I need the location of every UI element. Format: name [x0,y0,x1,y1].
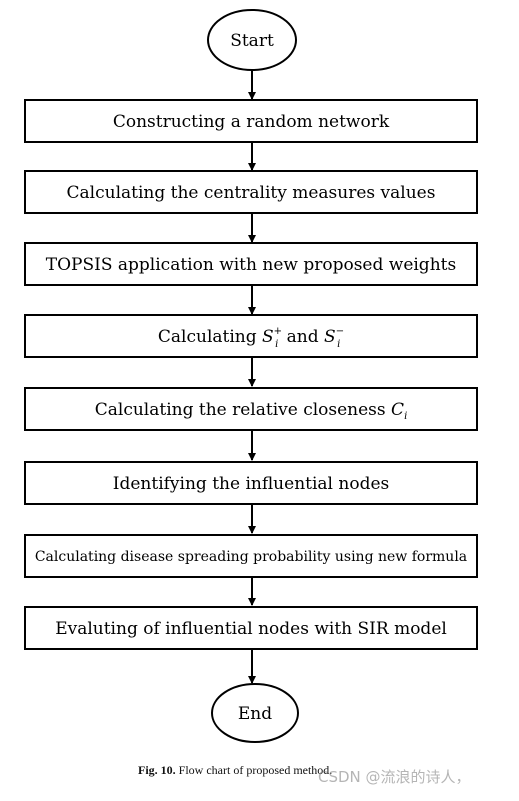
step-1-box: Constructing a random network [24,99,478,143]
end-node: End [211,683,299,743]
step-4-s1-sup: + [274,326,282,337]
watermark: CSDN @流浪的诗人， [318,768,471,786]
step-4-s2: S [324,327,336,347]
step-1-label: Constructing a random network [113,112,390,132]
step-8-label: Evaluting of influential nodes with SIR … [55,619,447,639]
caption-text: Flow chart of proposed method. [175,763,333,777]
step-4-s2-sub: i [337,339,340,350]
step-7-box: Calculating disease spreading probabilit… [24,534,478,578]
step-2-label: Calculating the centrality measures valu… [67,183,436,203]
step-4-mid: and [281,327,324,347]
start-node: Start [207,9,297,71]
end-label: End [238,704,272,724]
step-5-box: Calculating the relative closeness Ci [24,387,478,431]
step-4-label: Calculating S+i and S−i [158,326,344,350]
step-8-box: Evaluting of influential nodes with SIR … [24,606,478,650]
step-4-prefix: Calculating [158,327,262,347]
step-6-box: Identifying the influential nodes [24,461,478,505]
step-4-s1: S [262,327,274,347]
step-5-prefix: Calculating the relative closeness [95,400,391,420]
step-3-label: TOPSIS application with new proposed wei… [46,255,456,275]
start-label: Start [230,31,274,51]
step-2-box: Calculating the centrality measures valu… [24,170,478,214]
caption-label: Fig. 10. [138,763,176,777]
step-7-label: Calculating disease spreading probabilit… [35,549,467,565]
step-6-label: Identifying the influential nodes [113,474,389,494]
step-5-c: C [391,400,404,420]
step-4-s2-sup: − [336,326,344,337]
step-4-box: Calculating S+i and S−i [24,314,478,358]
step-4-s1-sub: i [275,339,278,350]
step-5-c-sub: i [404,411,407,422]
step-3-box: TOPSIS application with new proposed wei… [24,242,478,286]
step-5-label: Calculating the relative closeness Ci [95,400,408,422]
